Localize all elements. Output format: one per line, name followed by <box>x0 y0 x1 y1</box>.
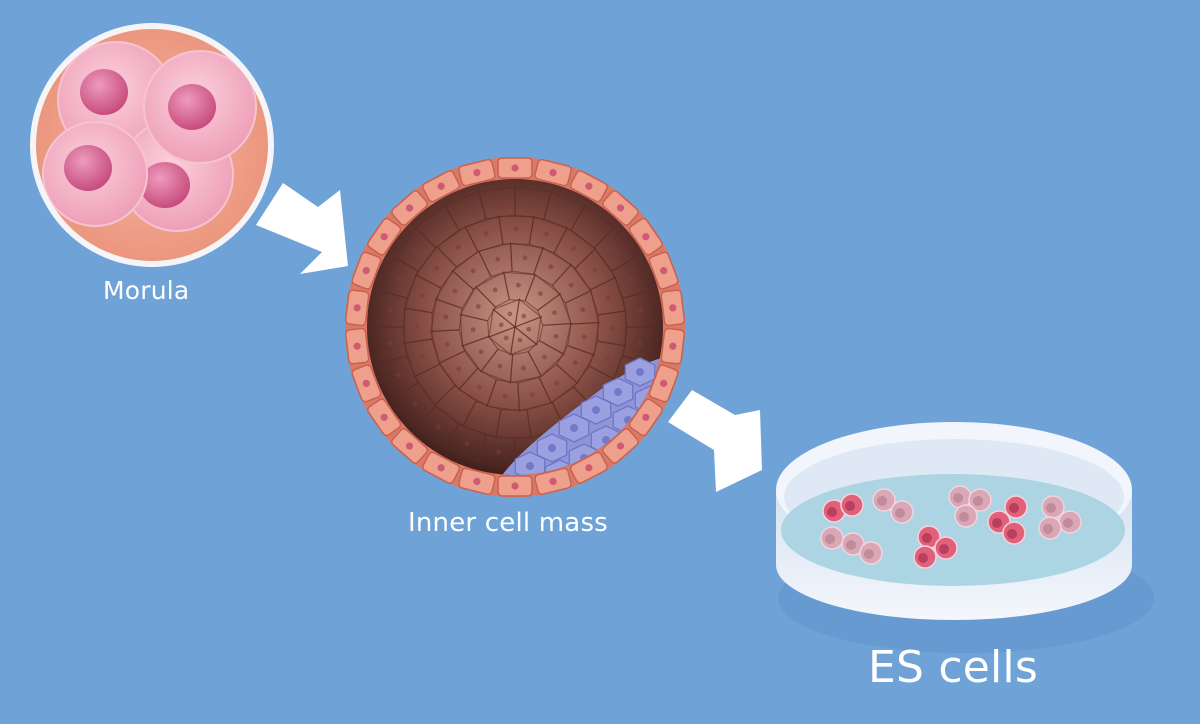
petri-dish-icon <box>776 422 1154 653</box>
trophoblast-layer <box>344 157 686 497</box>
es-cells-group <box>820 485 1082 569</box>
trophoblast-cell <box>422 451 461 484</box>
es-cell <box>859 541 883 565</box>
trophoblast-cell <box>660 289 686 327</box>
trophoblast-cell <box>569 451 608 484</box>
es-cell <box>820 526 844 550</box>
trophoblast-cell <box>648 364 679 403</box>
trophoblast-cell <box>391 190 429 226</box>
arrow-right-icon <box>668 390 762 492</box>
es-cell <box>1058 510 1082 534</box>
es-cell <box>872 488 896 512</box>
es-cell <box>840 493 864 517</box>
trophoblast-cell <box>351 364 382 403</box>
es-cell <box>1004 495 1028 519</box>
trophoblast-cell <box>497 157 533 179</box>
trophoblast-cell <box>351 251 382 290</box>
es-cell <box>890 500 914 524</box>
inner-cell-mass-label: Inner cell mass <box>408 508 608 538</box>
trophoblast-cell <box>458 467 496 496</box>
es-cells-label: ES cells <box>868 642 1038 693</box>
es-cell <box>1002 521 1026 545</box>
morula-icon <box>30 23 274 267</box>
trophoblast-cell <box>391 428 429 464</box>
trophoblast-cell <box>422 170 461 203</box>
arrow-right-icon <box>256 183 348 274</box>
es-cell <box>954 504 978 528</box>
trophoblast-cell <box>534 158 572 187</box>
trophoblast-cell <box>458 158 496 187</box>
es-cell <box>968 488 992 512</box>
trophoblast-cell <box>497 475 533 497</box>
trophoblast-cell <box>660 327 686 365</box>
trophoblast-cell <box>367 217 402 256</box>
es-cell <box>1038 516 1062 540</box>
trophoblast-cell <box>367 398 402 437</box>
trophoblast-cell <box>601 428 639 464</box>
morula-label: Morula <box>103 276 190 305</box>
trophoblast-cell <box>601 190 639 226</box>
trophoblast-cell <box>628 217 663 256</box>
trophoblast-cell <box>344 327 370 365</box>
es-cell <box>934 536 958 560</box>
es-cell <box>1041 495 1065 519</box>
morula-cell <box>143 50 257 164</box>
trophoblast-cell <box>648 251 679 290</box>
trophoblast-cell <box>534 467 572 496</box>
trophoblast-cell <box>628 398 663 437</box>
blastocyst-icon <box>344 157 686 497</box>
trophoblast-cell <box>569 170 608 203</box>
morula-cell <box>42 121 148 227</box>
es-cell <box>913 545 937 569</box>
trophoblast-cell <box>344 289 370 327</box>
